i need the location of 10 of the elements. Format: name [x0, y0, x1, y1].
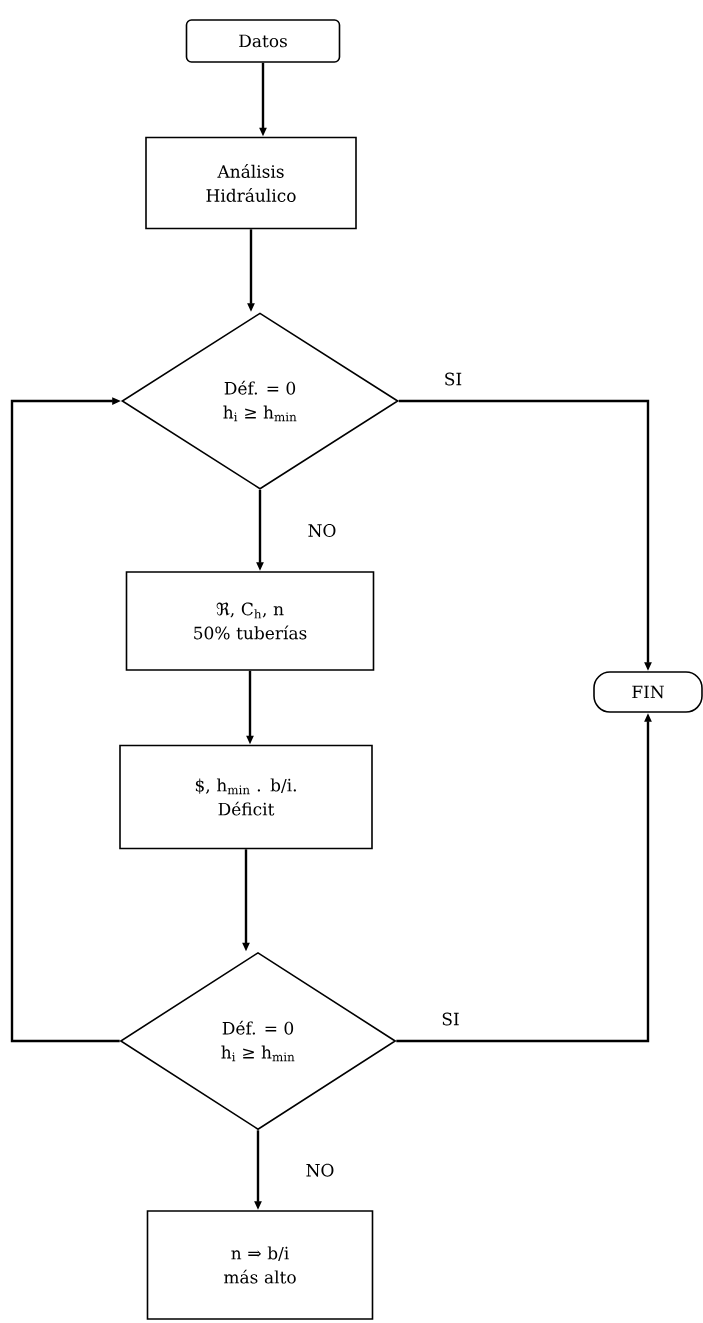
edge-label: NO: [305, 522, 339, 539]
process-box: $, h$_{min}$ . b/i. Déficit: [119, 744, 373, 850]
edge-label: SI: [439, 1010, 462, 1028]
start-box: Datos: [185, 19, 341, 63]
process-box: Análisis Hidráulico: [145, 136, 357, 230]
process-box: ℜ, C$_{h}$, n 50% tuberías: [125, 571, 375, 671]
process-box: n ⇒ b/i más alto: [146, 1210, 374, 1320]
edge-label: NO: [303, 1161, 337, 1179]
end-terminal: FIN: [593, 671, 703, 713]
edge-label: SI: [441, 370, 465, 388]
